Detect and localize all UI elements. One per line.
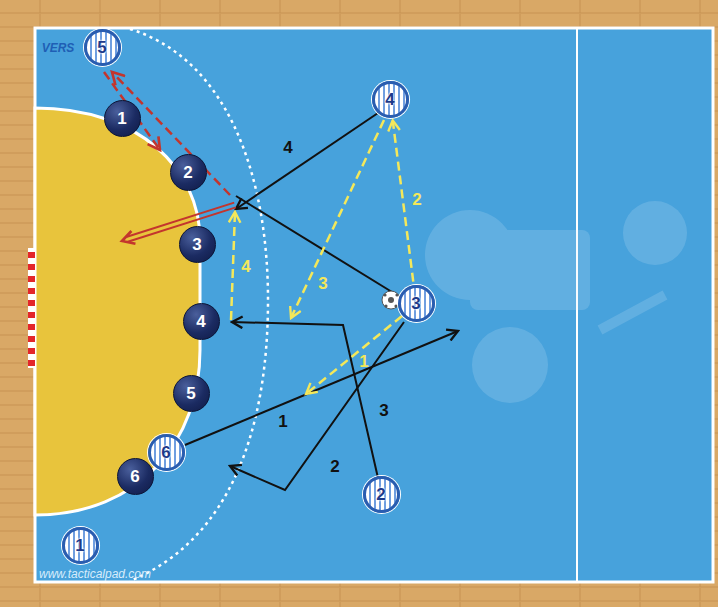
pass-arrow <box>231 212 235 320</box>
attacker-player: 6 <box>148 434 185 471</box>
movement-arrow <box>185 331 458 445</box>
defender-player: 5 <box>173 375 210 412</box>
player-number: 5 <box>97 39 106 56</box>
shot-arrowhead <box>122 205 235 241</box>
attacker-player: 3 <box>398 285 435 322</box>
shot-line <box>126 203 234 237</box>
attacker-player: 4 <box>372 81 409 118</box>
player-number: 6 <box>161 444 170 461</box>
defender-player: 6 <box>117 458 154 495</box>
defender-player: 1 <box>104 100 141 137</box>
player-number: 2 <box>376 486 385 503</box>
player-number: 2 <box>183 164 192 181</box>
step-number: 4 <box>283 139 292 156</box>
movement-arrow <box>230 322 404 490</box>
defender-player: 3 <box>179 226 216 263</box>
watermark-text: www.tacticalpad.com <box>39 568 151 580</box>
movement-arrow <box>236 113 378 209</box>
pass-arrow <box>104 72 160 150</box>
attacker-player: 2 <box>363 476 400 513</box>
player-number: 4 <box>385 91 394 108</box>
pass-number: 2 <box>412 191 421 208</box>
attacker-player: 1 <box>62 527 99 564</box>
movement-arrow <box>232 322 378 478</box>
defender-player: 2 <box>170 154 207 191</box>
step-number: 3 <box>379 402 388 419</box>
watermark-text: VERS <box>42 42 75 54</box>
pass-number: 1 <box>359 353 368 370</box>
step-number: 2 <box>330 458 339 475</box>
attacker-player: 5 <box>84 29 121 66</box>
step-number: 1 <box>278 413 287 430</box>
player-number: 5 <box>186 385 195 402</box>
player-number: 1 <box>75 537 84 554</box>
court-floor <box>35 28 713 582</box>
pass-arrow <box>393 120 414 281</box>
pass-arrow <box>291 120 384 318</box>
pass-number: 3 <box>318 275 327 292</box>
movement-line <box>236 196 392 292</box>
player-number: 4 <box>196 313 205 330</box>
pass-number: 4 <box>241 258 250 275</box>
player-number: 1 <box>117 110 126 127</box>
player-number: 6 <box>130 468 139 485</box>
pass-arrow <box>306 316 402 394</box>
goal <box>28 248 35 368</box>
player-number: 3 <box>411 295 420 312</box>
watermark-icons <box>425 201 687 403</box>
defender-player: 4 <box>183 303 220 340</box>
player-number: 3 <box>192 236 201 253</box>
